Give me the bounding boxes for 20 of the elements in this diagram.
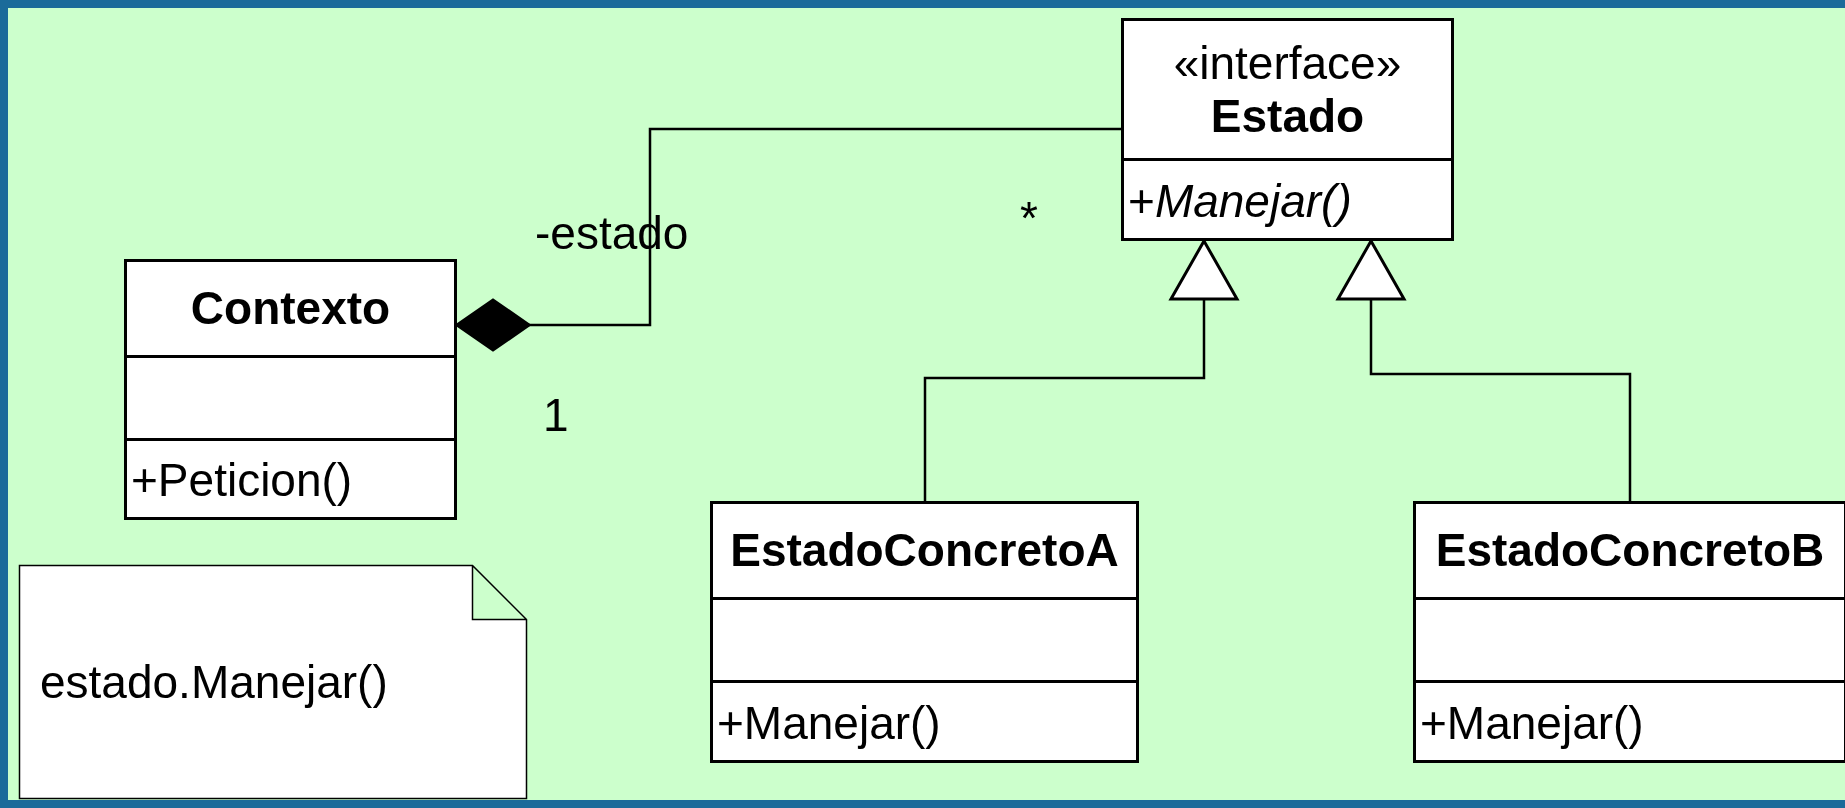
class-box — [710, 501, 1139, 763]
multiplicity-label: 1 — [543, 392, 569, 438]
class-box — [124, 259, 457, 520]
class-name: EstadoConcretoB — [1435, 524, 1825, 577]
multiplicity-label: * — [1020, 195, 1038, 241]
class-box — [1121, 18, 1454, 241]
class-name: EstadoConcretoA — [730, 524, 1119, 577]
member-label: +Manejar() — [1420, 696, 1644, 750]
stereotype-label: «interface» — [1173, 36, 1402, 90]
note-shape — [18, 564, 528, 800]
class-name: Estado — [1210, 89, 1365, 143]
generalization-arrow — [923, 239, 1239, 501]
class-box — [1413, 501, 1845, 763]
class-name: Contexto — [190, 282, 391, 335]
composition-connector — [455, 127, 1121, 352]
note-text: estado.Manejar() — [40, 656, 388, 709]
member-label: +Manejar() — [1128, 174, 1352, 228]
member-label: +Peticion() — [131, 454, 353, 507]
generalization-arrow — [1336, 239, 1632, 501]
member-label: +Manejar() — [717, 696, 941, 750]
